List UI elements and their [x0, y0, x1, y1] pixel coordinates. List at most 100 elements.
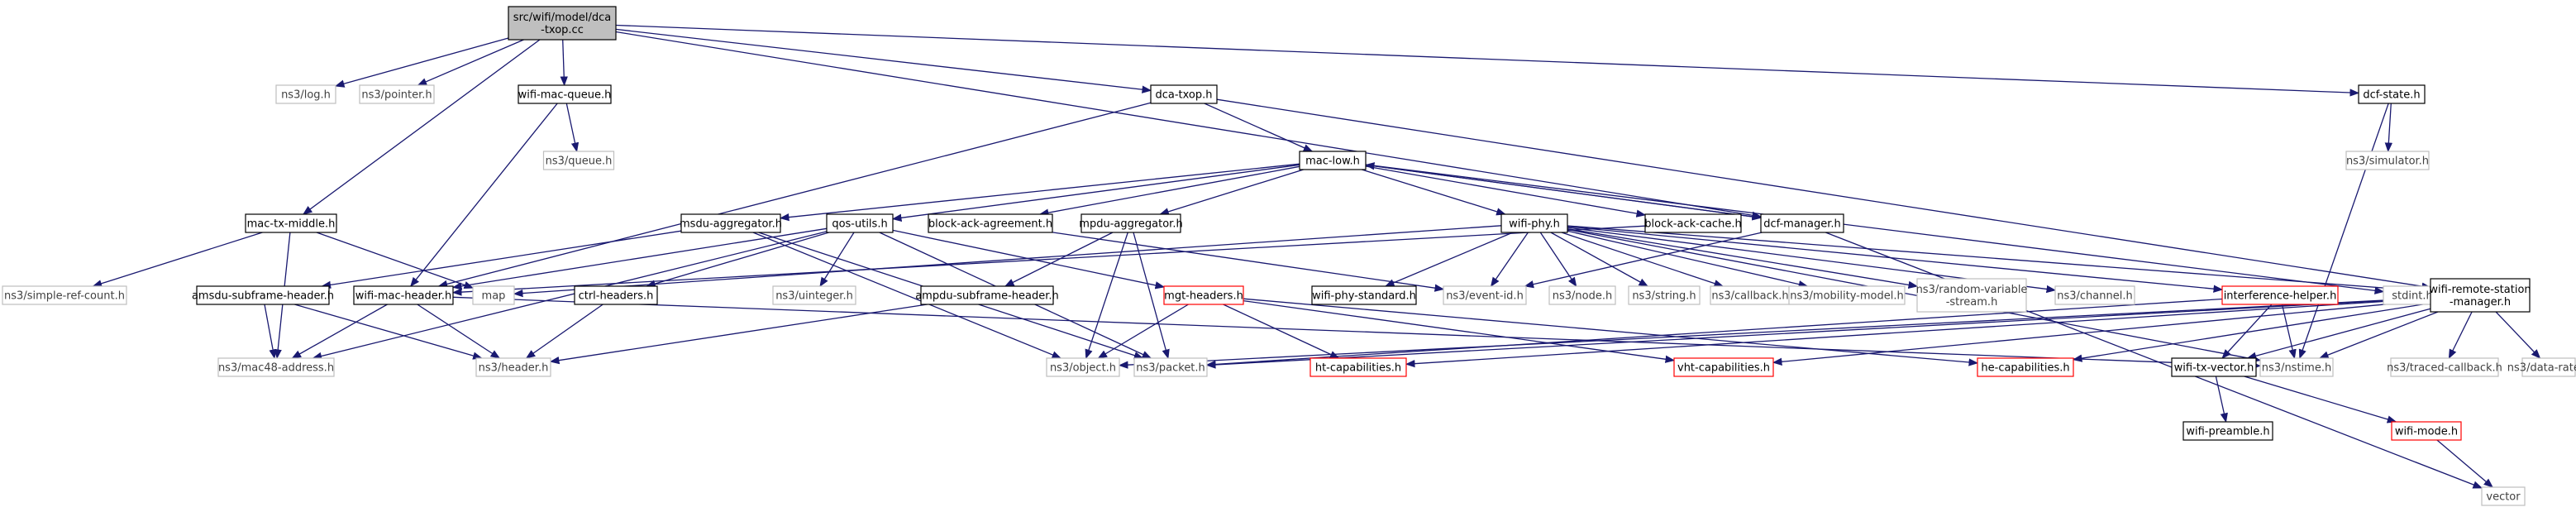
edge-qosutils-to-wmh: [451, 227, 828, 290]
edge-wrsm-to-packet: [1205, 297, 2431, 369]
edge-wifiphy-to-map: [513, 225, 1502, 298]
node-packet: ns3/packet.h: [1133, 357, 1208, 377]
edge-interf-to-wtv: [2221, 304, 2273, 359]
node-simplerefcount: ns3/simple-ref-count.h: [2, 285, 127, 305]
edge-root-to-log: [334, 37, 509, 88]
node-ampdush[interactable]: ampdu-subframe-header.h: [915, 285, 1059, 305]
edge-maclow-to-bacache: [1365, 165, 1647, 218]
node-qosutils[interactable]: qos-utils.h: [826, 213, 894, 233]
node-msduagg[interactable]: msdu-aggregator.h: [680, 213, 782, 233]
edge-wifiphy-to-string: [1550, 232, 1649, 287]
node-ctrlhdr[interactable]: ctrl-headers.h: [574, 285, 658, 305]
node-label: vector: [2486, 491, 2521, 504]
node-dcfstate[interactable]: dcf-state.h: [2358, 84, 2426, 104]
edge-root-to-mactxmid: [302, 39, 541, 215]
node-box: [1916, 278, 2027, 313]
node-box: [1163, 285, 1244, 305]
node-interf[interactable]: interference-helper.h: [2221, 285, 2339, 305]
node-box: [2, 285, 127, 305]
edge-wifiphy-to-randvar: [1567, 227, 1919, 289]
node-label: wifi-preamble.h: [2186, 426, 2269, 438]
node-randvar: ns3/random-variable-stream.h: [1916, 278, 2027, 313]
edge-mactxmid-to-simplerefcount: [92, 232, 263, 288]
edge-layer: [92, 24, 2541, 489]
edge-ctrlhdr-to-header: [525, 304, 603, 359]
node-label: wifi-tx-vector.h: [2174, 362, 2254, 375]
node-label: ampdu-subframe-header.h: [915, 290, 1059, 303]
edge-wrsm-to-vhtcap: [1772, 299, 2431, 366]
node-mpduagg[interactable]: mpdu-aggregator.h: [1079, 213, 1183, 233]
edge-dcatxop-to-wmh: [437, 102, 1152, 288]
edge-msduagg-to-object: [752, 232, 1062, 359]
edge-maclow-to-stdint: [1365, 164, 2385, 294]
edge-qosutils-to-ctrlhdr: [646, 232, 829, 288]
node-box: [1977, 357, 2074, 377]
edge-maclow-to-mpduagg: [1159, 169, 1304, 216]
node-hecap[interactable]: he-capabilities.h: [1977, 357, 2074, 377]
node-box: [245, 213, 337, 233]
node-box: [1080, 213, 1181, 233]
node-label: stdint.h: [2392, 290, 2432, 303]
node-box: [1311, 285, 1417, 305]
edge-dcfmgr-to-vector: [1825, 232, 2483, 489]
node-box: [1443, 285, 1527, 305]
edge-wrsm-to-hecap: [2072, 302, 2431, 362]
node-label: wifi-mode.h: [2395, 426, 2458, 438]
node-mgthdr[interactable]: mgt-headers.h: [1163, 285, 1244, 305]
node-queue: ns3/queue.h: [542, 151, 615, 170]
node-label: ns3/packet.h: [1136, 362, 1205, 375]
node-box: [217, 357, 335, 377]
node-box: [1133, 357, 1208, 377]
node-callback: ns3/callback.h: [1710, 285, 1791, 305]
node-eventid: ns3/event-id.h: [1443, 285, 1527, 305]
edge-mgthdr-to-hecap: [1243, 298, 1979, 366]
node-box: [1788, 285, 1906, 305]
node-dcfmgr[interactable]: dcf-manager.h: [1760, 213, 1844, 233]
node-log: ns3/log.h: [275, 84, 336, 104]
node-wtv[interactable]: wifi-tx-vector.h: [2171, 357, 2257, 377]
node-box: [772, 285, 856, 305]
node-bacache[interactable]: block-ack-cache.h: [1644, 213, 1742, 233]
edge-wifiphy-to-nstime: [1567, 228, 2262, 363]
node-vhtcap[interactable]: vht-capabilities.h: [1673, 357, 1774, 377]
node-box: [680, 213, 781, 233]
node-label: wifi-phy.h: [1509, 218, 1560, 231]
node-label: ns3/traced-callback.h: [2387, 362, 2502, 375]
node-vector: vector: [2481, 486, 2526, 506]
node-mactxmid[interactable]: mac-tx-middle.h: [245, 213, 337, 233]
node-preamble[interactable]: wifi-preamble.h: [2182, 421, 2273, 441]
node-root[interactable]: src/wifi/model/dca-txop.cc: [508, 6, 617, 41]
node-baagree[interactable]: block-ack-agreement.h: [928, 213, 1053, 233]
node-htcap[interactable]: ht-capabilities.h: [1309, 357, 1407, 377]
node-dcatxop[interactable]: dca-txop.h: [1150, 84, 1218, 104]
node-wifiphy[interactable]: wifi-phy.h: [1500, 213, 1568, 233]
edge-mactxmid-to-map: [316, 232, 475, 289]
node-box: [1500, 213, 1568, 233]
edge-mpduagg-to-packet: [1133, 232, 1170, 360]
node-maclow[interactable]: mac-low.h: [1299, 151, 1367, 170]
node-wps[interactable]: wifi-phy-standard.h: [1311, 285, 1417, 305]
node-amsdush[interactable]: amsdu-subframe-header.h: [192, 285, 334, 305]
node-label: mac-tx-middle.h: [247, 218, 336, 231]
node-wmq[interactable]: wifi-mac-queue.h: [518, 84, 612, 104]
node-uinteger: ns3/uinteger.h: [772, 285, 856, 305]
node-label: ns3/simulator.h: [2346, 156, 2429, 168]
node-box: [472, 285, 515, 305]
node-label: ht-capabilities.h: [1315, 362, 1401, 375]
node-wrsm[interactable]: wifi-remote-station-manager.h: [2429, 278, 2531, 313]
node-label: wifi-mac-header.h: [355, 290, 452, 303]
node-node: ns3/node.h: [1548, 285, 1616, 305]
node-label: ns3/nstime.h: [2262, 362, 2331, 375]
edge-amsdush-to-header: [294, 304, 483, 360]
node-box: [2430, 278, 2531, 313]
node-box: [2345, 151, 2430, 170]
node-label: ns3/node.h: [1553, 290, 1612, 303]
node-object: ns3/object.h: [1046, 357, 1120, 377]
edge-root-to-dcfmgr: [615, 31, 1763, 219]
node-tracedcb: ns3/traced-callback.h: [2387, 357, 2502, 377]
node-wmh[interactable]: wifi-mac-header.h: [353, 285, 454, 305]
edge-dcfstate-to-simulator: [2384, 103, 2393, 153]
edge-wifimode-to-vector: [2436, 439, 2493, 488]
node-label: ns3/object.h: [1050, 362, 1116, 375]
node-wifimode[interactable]: wifi-mode.h: [2391, 421, 2462, 441]
